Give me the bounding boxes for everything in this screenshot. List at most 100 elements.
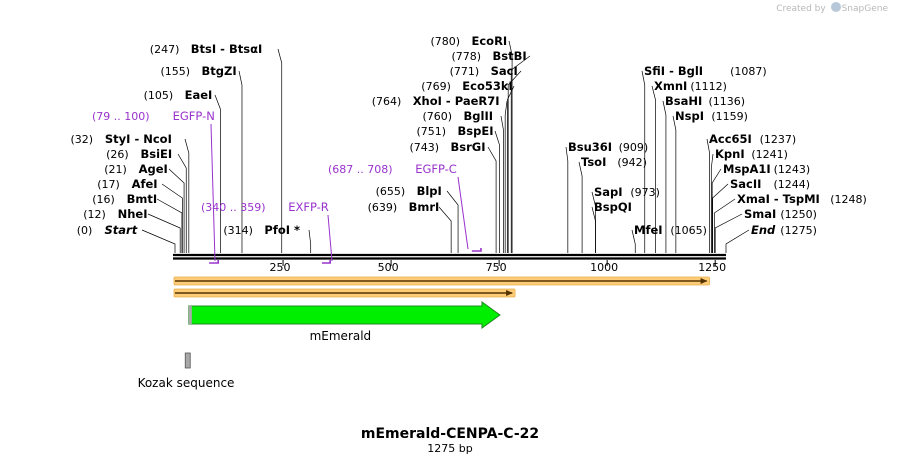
enzyme-position: (743)	[410, 141, 440, 154]
enzyme-leader-line	[565, 146, 569, 253]
ruler-tick-label: 500	[378, 261, 399, 274]
enzyme-name: StyI - NcoI	[105, 132, 172, 146]
enzyme-site: (17)AfeI	[97, 177, 183, 253]
enzyme-leader-line	[214, 94, 221, 253]
enzyme-position: (1112)	[690, 80, 727, 93]
enzyme-position: (314)	[223, 224, 253, 237]
enzyme-leader-line	[184, 138, 190, 253]
enzyme-leader-line	[662, 100, 667, 253]
enzyme-position: (105)	[144, 89, 174, 102]
enzyme-name: XmaI - TspMI	[737, 192, 820, 206]
primer: (340 .. 359)EXFP-R	[201, 200, 333, 264]
enzyme-leader-line	[507, 70, 522, 253]
enzyme-position: (1237)	[760, 133, 797, 146]
enzyme-name: Start	[105, 223, 138, 237]
feature-label: mEmerald	[310, 329, 372, 343]
enzyme-position: (1159)	[711, 110, 748, 123]
enzyme-site: (1112)XmnI	[651, 79, 727, 253]
enzyme-name: SmaI	[744, 207, 776, 221]
enzyme-name: End	[751, 223, 776, 237]
orf-arrowhead	[700, 278, 708, 284]
enzyme-position: (155)	[161, 65, 191, 78]
enzyme-position: (1243)	[774, 163, 811, 176]
plasmid-length: 1275 bp	[427, 442, 472, 455]
enzyme-site: (26) BsiEI	[106, 147, 187, 253]
enzyme-name: NspI	[675, 109, 704, 123]
ruler-tick-label: 250	[270, 261, 291, 274]
orf	[173, 288, 516, 298]
primer-arrow	[471, 248, 482, 252]
credit-brand: SnapGene	[841, 4, 888, 14]
primer-name: EXFP-R	[288, 200, 329, 214]
enzyme-site: (778)BstBI	[452, 49, 531, 253]
enzyme-position: (1087)	[730, 65, 767, 78]
enzyme-leader-line	[641, 70, 646, 253]
enzyme-site: (1065) MfeI	[631, 223, 707, 253]
orf	[173, 276, 710, 286]
enzyme-position: (26)	[106, 148, 129, 161]
enzyme-site: (1087) SfiI - BglI	[641, 64, 767, 253]
enzyme-leader-line	[672, 115, 677, 253]
ruler-tick-label: 1000	[590, 261, 618, 274]
enzyme-name: BsaHI	[665, 94, 702, 108]
enzyme-position: (973)	[630, 186, 660, 199]
enzyme-site: (973)SapI	[591, 185, 660, 253]
enzyme-site: (1237) Acc65I	[706, 132, 797, 253]
enzyme-position: (12)	[83, 208, 106, 221]
enzyme-site: (942)TsoI	[578, 155, 647, 253]
enzyme-leader-line	[725, 229, 750, 253]
enzyme-site: (105) EaeI	[144, 88, 221, 253]
enzyme-site: (314) PfoI *	[223, 223, 312, 253]
enzyme-site: (1241)KpnI	[710, 147, 788, 253]
snapgene-logo-icon	[830, 2, 841, 12]
ruler-tick-label: 1250	[698, 261, 726, 274]
primer-leader-line	[210, 123, 216, 262]
enzyme-position: (769)	[421, 80, 451, 93]
enzyme-position: (16)	[92, 193, 115, 206]
enzyme-name: EaeI	[185, 88, 213, 102]
enzyme-site: (0) Start	[77, 223, 176, 253]
enzyme-name: SfiI - BglI	[644, 64, 703, 78]
enzyme-leader-line	[504, 100, 508, 253]
enzyme-leader-line	[712, 183, 729, 253]
enzyme-leader-line	[147, 213, 181, 253]
enzyme-name: NheI	[118, 207, 148, 221]
enzyme-leader-line	[161, 183, 183, 253]
enzyme-name: BsiEI	[141, 147, 173, 161]
enzyme-leader-line	[710, 153, 714, 253]
enzyme-leader-line	[494, 130, 500, 253]
enzyme-position: (32)	[71, 133, 94, 146]
enzyme-position: (778)	[452, 50, 482, 63]
enzyme-site: (639)BmrI	[368, 200, 452, 253]
enzyme-site: (655)BlpI	[376, 184, 459, 253]
enzyme-name: Acc65I	[709, 132, 752, 146]
feature-arrow	[188, 301, 501, 329]
enzyme-name: PfoI *	[264, 223, 300, 237]
enzyme-position: (751)	[417, 125, 447, 138]
enzyme-position: (1241)	[751, 148, 788, 161]
enzyme-leader-line	[631, 229, 636, 253]
primer-name: EGFP-C	[415, 162, 457, 176]
enzyme-leader-line	[714, 213, 743, 253]
enzyme-position: (1248)	[830, 193, 867, 206]
enzyme-position: (247)	[150, 43, 180, 56]
enzyme-leader-line	[510, 55, 531, 253]
enzyme-site: BspQI	[591, 200, 632, 253]
primer-range: (79 .. 100)	[92, 110, 150, 123]
enzyme-position: (0)	[77, 224, 93, 237]
enzyme-site: (909)Bsu36I	[565, 140, 648, 253]
enzyme-site: (16)BmtI	[92, 192, 183, 253]
enzyme-site: (1136)BsaHI	[662, 94, 745, 253]
enzyme-sites: (0)Start(12)NheI(16)BmtI(17)AfeI(21)AgeI…	[71, 34, 867, 253]
enzyme-name: BglII	[464, 109, 494, 123]
enzyme-name: MfeI	[634, 223, 663, 237]
enzyme-name: BsrGI	[451, 140, 486, 154]
enzyme-leader-line	[238, 70, 243, 253]
primer-leader-line	[327, 214, 333, 262]
enzyme-leader-line	[446, 190, 459, 253]
enzyme-position: (639)	[368, 201, 398, 214]
enzyme-position: (1065)	[670, 224, 707, 237]
enzyme-leader-line	[500, 115, 504, 253]
enzyme-name: XhoI - PaeR7I	[413, 94, 500, 108]
